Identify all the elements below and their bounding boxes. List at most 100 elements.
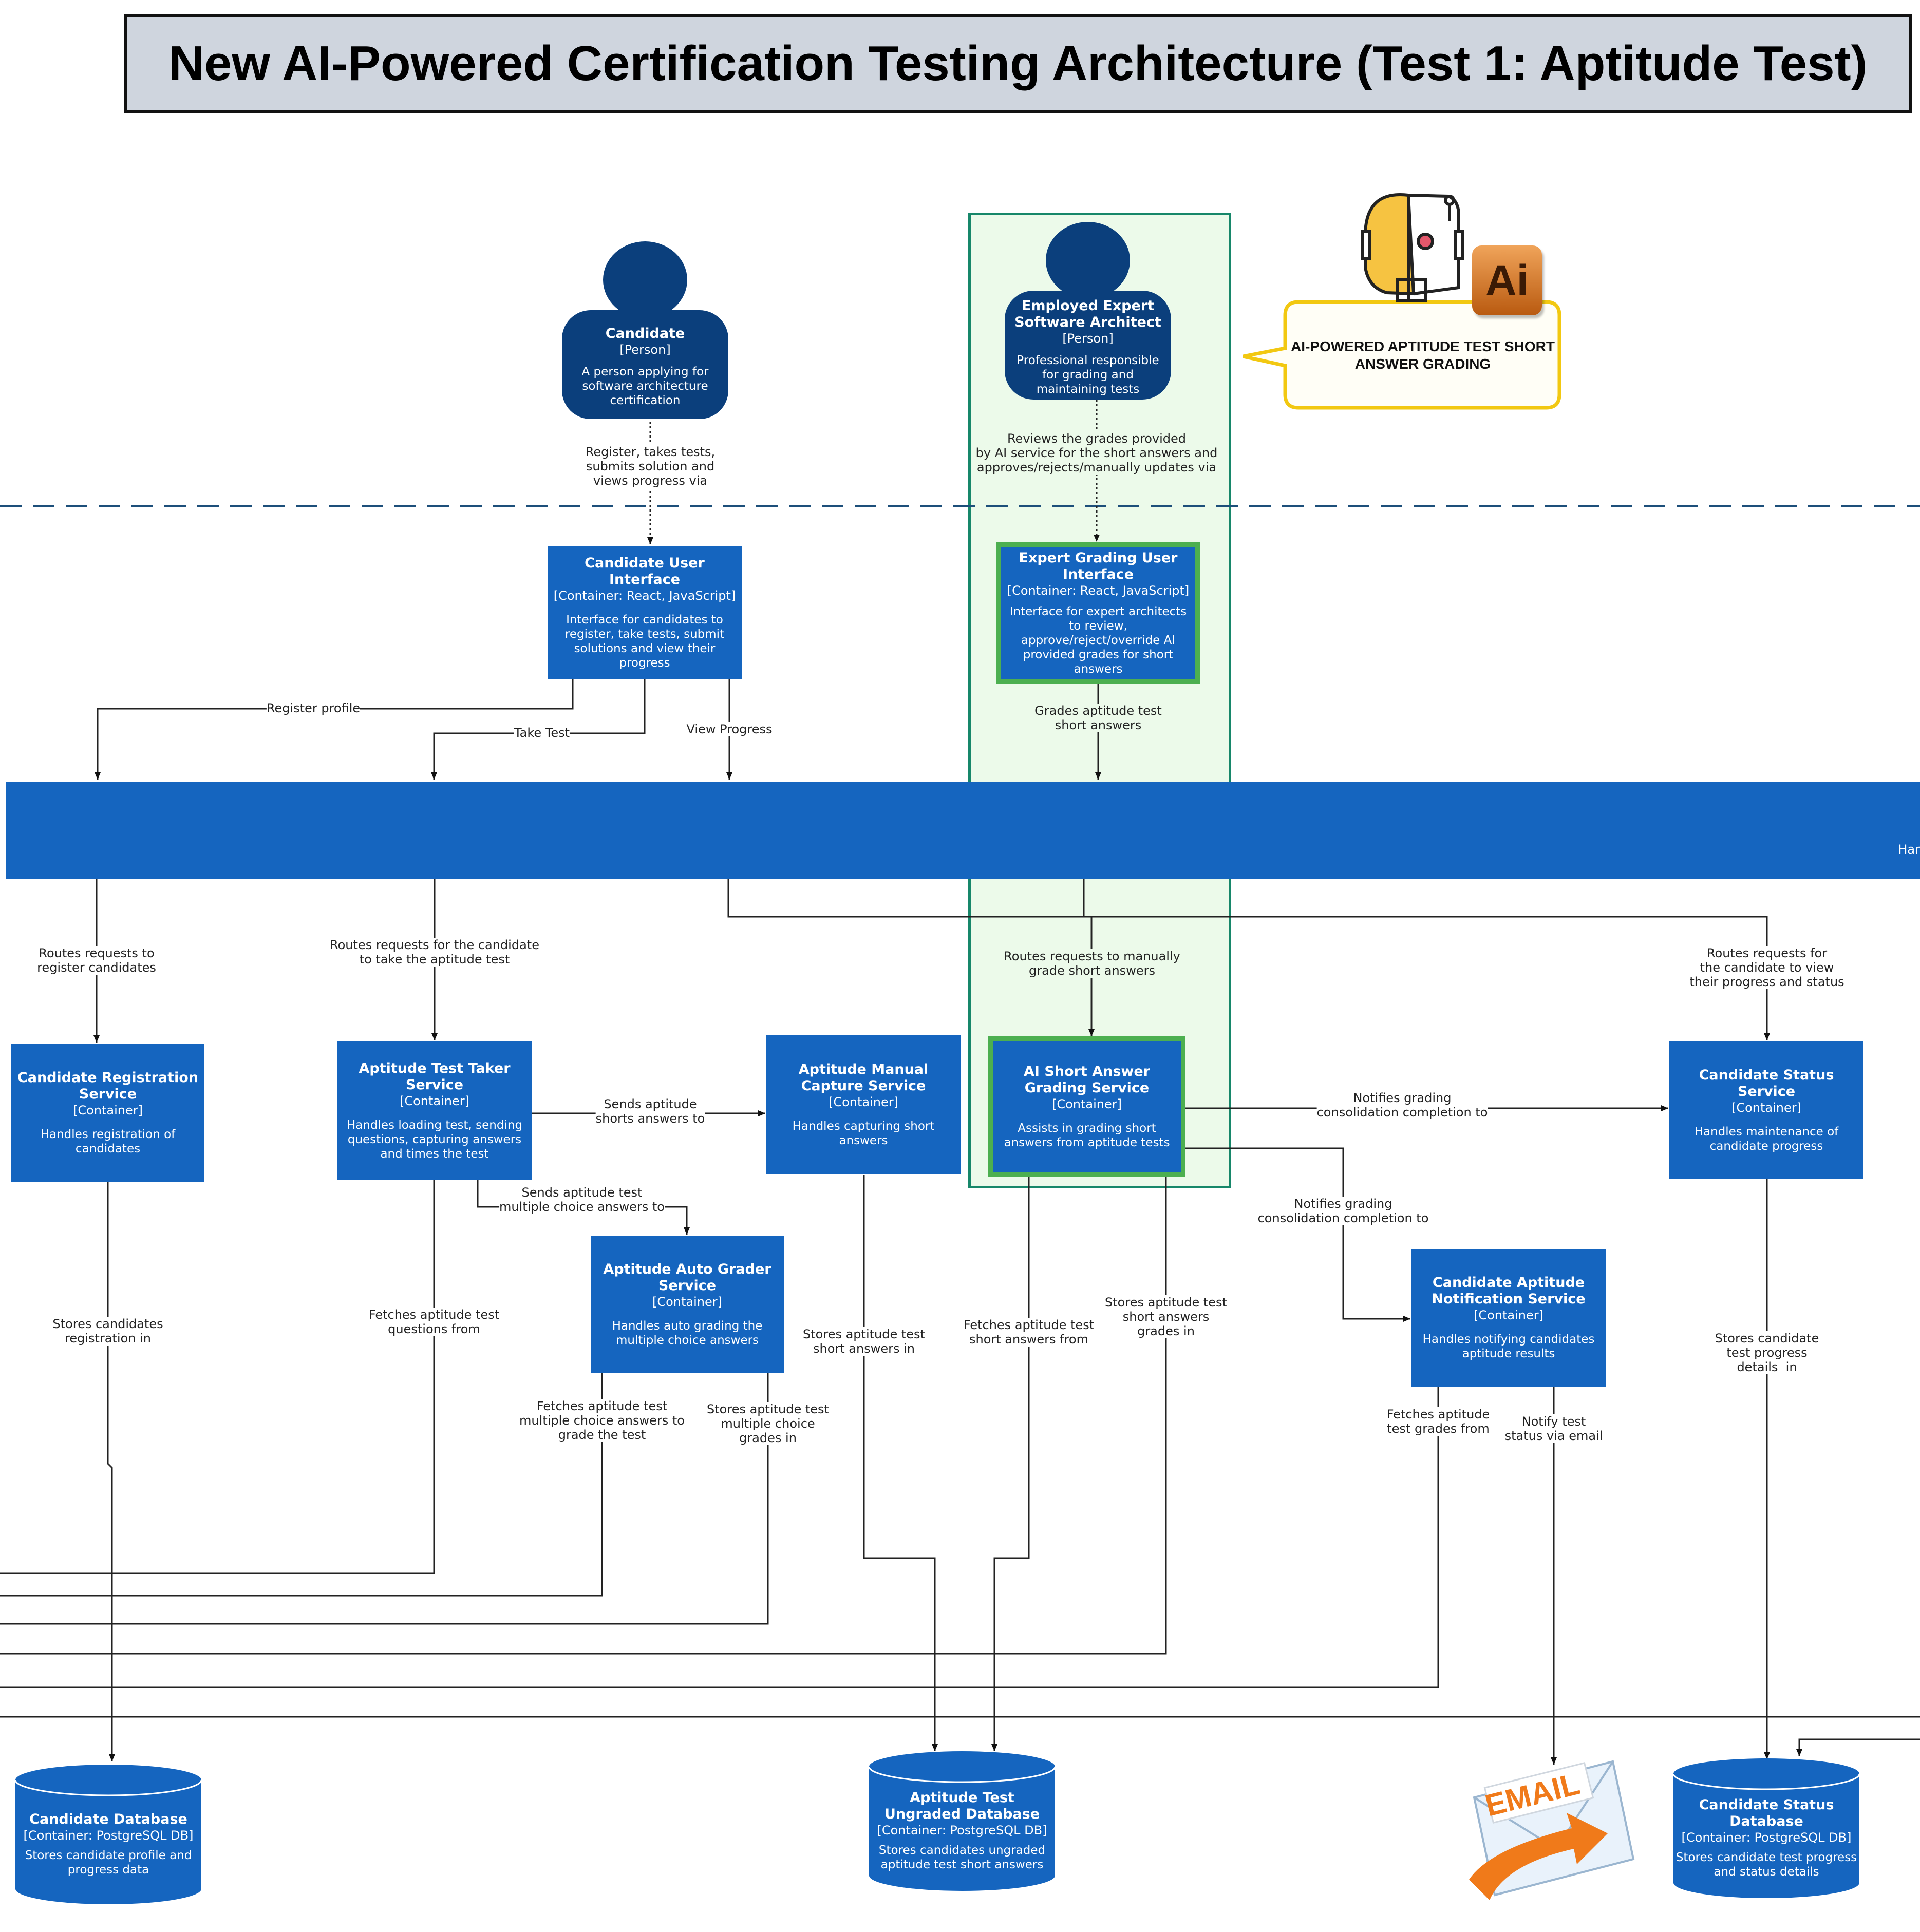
container-name: Candidate Aptitude Notification Service xyxy=(1432,1275,1586,1307)
candidate-person[interactable]: Candidate [Person] A person applying for… xyxy=(562,310,728,419)
container-name: Candidate User Interface xyxy=(585,555,705,588)
callout-bubble xyxy=(1243,300,1561,410)
expert-ui-container[interactable]: Expert Grading User Interface [Container… xyxy=(996,542,1200,684)
container-desc: Interface for expert architects to revie… xyxy=(1009,605,1187,676)
ai-callout-text: AI-POWERED APTITUDE TEST SHORT ANSWER GR… xyxy=(1291,338,1555,372)
cylinder-shape xyxy=(15,1765,201,1904)
ai-badge-text: Ai xyxy=(1485,256,1529,305)
label-fetches-questions: Fetches aptitude test questions from xyxy=(368,1308,500,1336)
label-notifies-status: Notifies grading consolidation completio… xyxy=(1316,1091,1488,1120)
ai-badge-icon: Ai xyxy=(1472,245,1542,315)
expert-desc: Professional responsible for grading and… xyxy=(1017,354,1159,396)
label-take-test: Take Test xyxy=(514,726,570,740)
cylinder-shape xyxy=(1673,1758,1859,1898)
label-candidate-uses: Register, takes tests, submits solution … xyxy=(585,445,716,488)
container-name: Candidate Status Service xyxy=(1699,1067,1834,1100)
cylinder-shape xyxy=(869,1751,1055,1891)
label-expert-uses: Reviews the grades provided by AI servic… xyxy=(975,431,1218,475)
container-desc: Interface for candidates to register, ta… xyxy=(564,613,725,670)
label-fetches-short: Fetches aptitude test short answers from xyxy=(963,1318,1095,1347)
expert-type: [Person] xyxy=(1062,331,1114,346)
candidate-database[interactable]: Candidate Database [Container: PostgreSQ… xyxy=(15,1765,201,1904)
label-fetches-mc: Fetches aptitude test multiple choice an… xyxy=(519,1399,685,1442)
db-desc: Stores candidate test progress and statu… xyxy=(1676,1851,1857,1879)
manual-capture-service[interactable]: Aptitude Manual Capture Service [Contain… xyxy=(766,1035,961,1174)
label-register-profile: Register profile xyxy=(266,701,361,715)
edge-fetches-mc xyxy=(0,1373,603,1597)
email-icon xyxy=(1469,1760,1635,1900)
label-stores-short-grades: Stores aptitude test short answers grade… xyxy=(1105,1295,1227,1338)
ai-grading-service[interactable]: AI Short Answer Grading Service [Contain… xyxy=(988,1036,1185,1177)
label-route-manual: Routes requests to manually grade short … xyxy=(1004,949,1180,978)
registration-service[interactable]: Candidate Registration Service [Containe… xyxy=(11,1044,204,1182)
container-tech: [Container] xyxy=(1473,1308,1543,1322)
label-grades-short: Grades aptitude test short answers xyxy=(1034,704,1162,732)
container-desc: Handles registration of candidates xyxy=(40,1128,176,1156)
edge-stores-mc-grades xyxy=(0,1373,769,1625)
db-name: Candidate Status Database xyxy=(1699,1797,1834,1829)
db-tech: [Container: PostgreSQL DB] xyxy=(1681,1830,1852,1845)
container-desc: Handles auto grading the multiple choice… xyxy=(612,1319,763,1347)
expert-name: Employed Expert Software Architect xyxy=(1014,298,1161,330)
notification-service[interactable]: Candidate Aptitude Notification Service … xyxy=(1411,1249,1606,1387)
container-name: Aptitude Auto Grader Service xyxy=(603,1261,771,1294)
container-desc: Assists in grading short answers from ap… xyxy=(1004,1122,1170,1149)
label-sends-short: Sends aptitude shorts answers to xyxy=(595,1097,705,1126)
diagram-title: New AI-Powered Certification Testing Arc… xyxy=(124,14,1912,113)
label-route-register: Routes requests to register candidates xyxy=(37,946,156,975)
label-route-status: Routes requests for the candidate to vie… xyxy=(1689,946,1844,989)
label-stores-short: Stores aptitude test short answers in xyxy=(803,1327,925,1356)
db-name: Aptitude Test Ungraded Database xyxy=(884,1790,1040,1822)
label-fetches-grades: Fetches aptitude test grades from xyxy=(1386,1407,1490,1436)
container-tech: [Container] xyxy=(72,1103,143,1117)
ai-robot-icon xyxy=(1361,193,1464,302)
edge-fetches-short xyxy=(991,1176,1030,1751)
container-desc: Handles loading test, sending questions,… xyxy=(346,1119,523,1161)
edge-fetches-questions xyxy=(0,1180,435,1574)
container-name: AI Short Answer Grading Service xyxy=(1024,1064,1150,1096)
container-tech: [Container: React, JavaScript] xyxy=(553,589,736,603)
auto-grader-service[interactable]: Aptitude Auto Grader Service [Container]… xyxy=(591,1236,784,1373)
expert-person[interactable]: Employed Expert Software Architect [Pers… xyxy=(1005,291,1171,400)
container-tech: [Container] xyxy=(399,1094,469,1108)
edge-status-db-input xyxy=(1796,1738,1920,1756)
title-text: New AI-Powered Certification Testing Arc… xyxy=(168,36,1868,91)
candidate-name: Candidate xyxy=(605,326,685,342)
status-database[interactable]: Candidate Status Database [Container: Po… xyxy=(1673,1758,1859,1898)
db-tech: [Container: PostgreSQL DB] xyxy=(23,1828,194,1843)
label-view-progress: View Progress xyxy=(686,722,773,736)
candidate-person-head xyxy=(603,241,687,318)
candidate-type: [Person] xyxy=(619,343,671,357)
db-name: Candidate Database xyxy=(29,1811,187,1827)
container-tech: [Container: React, JavaScript] xyxy=(1007,583,1190,598)
container-tech: [Container] xyxy=(1731,1101,1801,1115)
edge-notifies-notification xyxy=(1185,1147,1410,1322)
container-desc: Handles capturing short answers xyxy=(792,1120,935,1147)
candidate-ui-container[interactable]: Candidate User Interface [Container: Rea… xyxy=(548,546,742,679)
container-name: Aptitude Test Taker Service xyxy=(359,1060,511,1093)
edge-register-profile xyxy=(95,679,574,780)
label-notifies-notification: Notifies grading consolidation completio… xyxy=(1257,1197,1429,1225)
edge-stores-short xyxy=(863,1175,938,1751)
container-tech: [Container] xyxy=(652,1295,722,1309)
label-stores-progress: Stores candidate test progress details i… xyxy=(1715,1331,1819,1374)
container-name: Aptitude Manual Capture Service xyxy=(798,1062,929,1094)
test-taker-service[interactable]: Aptitude Test Taker Service [Container] … xyxy=(337,1041,532,1180)
container-name: Candidate Registration Service xyxy=(17,1070,199,1102)
gateway-text-fragment: Har xyxy=(1898,842,1920,857)
container-tech: [Container] xyxy=(1051,1097,1122,1111)
status-service[interactable]: Candidate Status Service [Container] Han… xyxy=(1669,1041,1863,1179)
ungraded-database[interactable]: Aptitude Test Ungraded Database [Contain… xyxy=(869,1751,1055,1891)
edge-fetches-grades xyxy=(0,1387,1439,1688)
container-desc: Handles notifying candidates aptitude re… xyxy=(1422,1333,1595,1360)
label-route-take-test: Routes requests for the candidate to tak… xyxy=(330,938,539,967)
label-stores-registration: Stores candidates registration in xyxy=(52,1317,163,1346)
db-desc: Stores candidate profile and progress da… xyxy=(25,1849,192,1877)
db-desc: Stores candidates ungraded aptitude test… xyxy=(878,1844,1046,1871)
expert-person-head xyxy=(1046,222,1130,299)
api-gateway-container[interactable]: Har xyxy=(6,782,1920,879)
label-sends-mc: Sends aptitude test multiple choice answ… xyxy=(499,1185,665,1214)
db-tech: [Container: PostgreSQL DB] xyxy=(877,1823,1047,1838)
container-tech: [Container] xyxy=(828,1095,898,1109)
container-name: Expert Grading User Interface xyxy=(1019,550,1178,582)
